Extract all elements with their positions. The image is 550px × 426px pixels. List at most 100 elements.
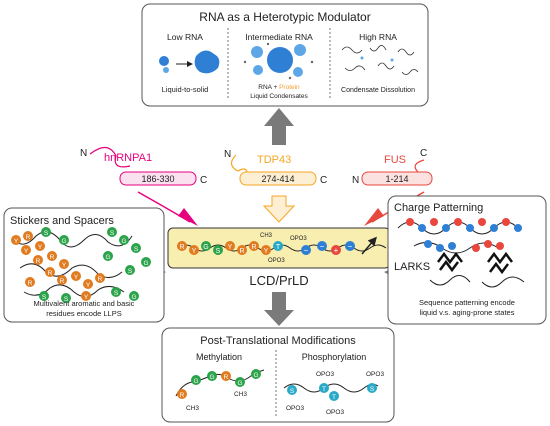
charge-title: Charge Patterning <box>394 202 483 214</box>
stickers-title: Stickers and Spacers <box>10 215 114 227</box>
sticker-residue <box>57 275 67 285</box>
methylation-residue <box>177 389 187 399</box>
stickers-panel: Stickers and Spacers YRYYRRYRRYYRYRSGSGS… <box>3 207 165 323</box>
fus-range: 1-214 <box>385 174 408 184</box>
methylation-residue-label: G <box>253 372 258 379</box>
ptm-title: Post-Translational Modifications <box>200 335 356 347</box>
svg-text:Y: Y <box>192 248 197 255</box>
sticker-residue-label: R <box>36 258 41 265</box>
svg-text:−: − <box>320 242 325 251</box>
methylation-label: Methylation <box>196 352 242 362</box>
sticker-residue <box>45 267 55 277</box>
spacer-residue-label: S <box>114 290 119 297</box>
sticker-residue-label: R <box>98 276 103 283</box>
spacer-residue <box>129 291 139 301</box>
intermediate-rna-caption-line2: Liquid Condensates <box>250 93 308 100</box>
hnrnpa1-range: 186-330 <box>141 174 174 184</box>
methylation-residue-label: R <box>180 392 185 399</box>
fus-name: FUS <box>384 154 406 166</box>
sticker-residue <box>35 241 45 251</box>
phosphorylation-residue-label: S <box>290 388 295 395</box>
phos-opo3-2: OPO3 <box>316 371 334 378</box>
phosphorylation-residue <box>319 383 329 393</box>
phosphorylation-residue <box>367 383 377 393</box>
sticker-residue <box>33 255 43 265</box>
sticker-residue <box>59 259 69 269</box>
center-ch3: CH3 <box>260 233 273 239</box>
spacer-residue <box>41 227 51 237</box>
low-rna-caption: Liquid-to-solid <box>162 85 209 94</box>
rna-panel: RNA as a Heterotypic Modulator Low RNA L… <box>141 3 429 107</box>
sticker-residue <box>95 273 105 283</box>
spacer-residue-label: S <box>110 230 115 237</box>
tdp43-n-label: N <box>224 149 231 160</box>
spacer-residue-label: S <box>128 268 133 275</box>
tdp43-c-label: C <box>320 175 327 186</box>
spacer-residue <box>107 227 117 237</box>
charge-panel: Charge Patterning LARKS Sequence pattern… <box>387 195 547 325</box>
spacer-residue <box>103 251 113 261</box>
center-label: LCD/PrLD <box>249 273 308 288</box>
center-residues: R Y G S Y R R Y T <box>177 241 283 255</box>
sticker-residue <box>71 271 81 281</box>
sticker-residue-label: R <box>28 280 33 287</box>
hnrnpa1-c-label: C <box>200 175 207 186</box>
tdp43-arrow <box>262 195 296 223</box>
methylation-residue-label: G <box>237 380 242 387</box>
charge-caption-line1: Sequence patterning encode <box>419 298 515 307</box>
sticker-residue <box>83 279 93 289</box>
svg-text:R: R <box>179 244 184 251</box>
methylation-residue-label: G <box>209 374 214 381</box>
spacer-residue-label: S <box>42 294 47 301</box>
sticker-residue-label: Y <box>74 274 79 281</box>
sticker-residue <box>81 291 91 301</box>
methylation-residue <box>235 377 245 387</box>
sticker-residue <box>11 235 21 245</box>
larks-label: LARKS <box>394 261 430 273</box>
svg-text:R: R <box>251 244 256 251</box>
sticker-residue <box>25 277 35 287</box>
larks-structures <box>429 251 525 288</box>
svg-text:Y: Y <box>264 248 269 255</box>
hnrnpa1-n-label: N <box>80 148 87 159</box>
sticker-residue-label: R <box>60 278 65 285</box>
sticker-residue-label: Y <box>62 262 67 269</box>
tdp43-name: TDP43 <box>257 154 291 166</box>
fus-n-label: N <box>352 175 359 186</box>
spacer-residue-label: G <box>105 254 110 261</box>
low-rna-label: Low RNA <box>167 32 203 42</box>
spacer-residue <box>111 287 121 297</box>
stickers-caption-line1: Multivalent aromatic and basic <box>34 299 135 308</box>
fus-arrow <box>364 208 384 226</box>
methylation-residue <box>221 371 231 381</box>
phosphorylation-label: Phosphorylation <box>302 352 367 362</box>
stickers-caption-line2: residues encode LLPS <box>46 309 121 318</box>
charge-caption-line2: liquid v.s. aging-prone states <box>420 308 515 317</box>
sticker-residue-label: Y <box>38 244 43 251</box>
sticker-residue-label: Y <box>24 248 29 255</box>
spacer-residue <box>141 257 151 267</box>
methylation-ch3-a: CH3 <box>186 405 199 412</box>
methylation-residue-label: G <box>193 378 198 385</box>
methylation-ch3-b: CH3 <box>234 391 247 398</box>
center-charges: − − + − <box>301 241 355 255</box>
charge-beads <box>406 218 522 232</box>
phos-opo3-3: OPO3 <box>326 409 344 416</box>
ptm-panel: Post-Translational Modifications Methyla… <box>161 327 395 423</box>
spacer-residue-label: G <box>131 294 136 301</box>
intermediate-rna-condensates <box>243 42 314 80</box>
hnrnpa1-name: hnRNPA1 <box>104 152 152 164</box>
svg-text:+: + <box>334 246 339 255</box>
up-arrow <box>264 108 294 145</box>
spacer-residue <box>125 265 135 275</box>
hnrnpa1-arrow <box>178 208 198 226</box>
phosphorylation-residue-label: T <box>322 386 326 393</box>
intermediate-rna-caption: RNA + Protein <box>258 84 300 91</box>
spacer-residue-label: G <box>143 260 148 267</box>
phosphorylation-residue <box>329 391 339 401</box>
center-lcd: R Y G S Y R R Y T CH3 OPO3 OPO3 − − + − <box>167 227 391 269</box>
spacer-residue-label: S <box>64 296 69 303</box>
